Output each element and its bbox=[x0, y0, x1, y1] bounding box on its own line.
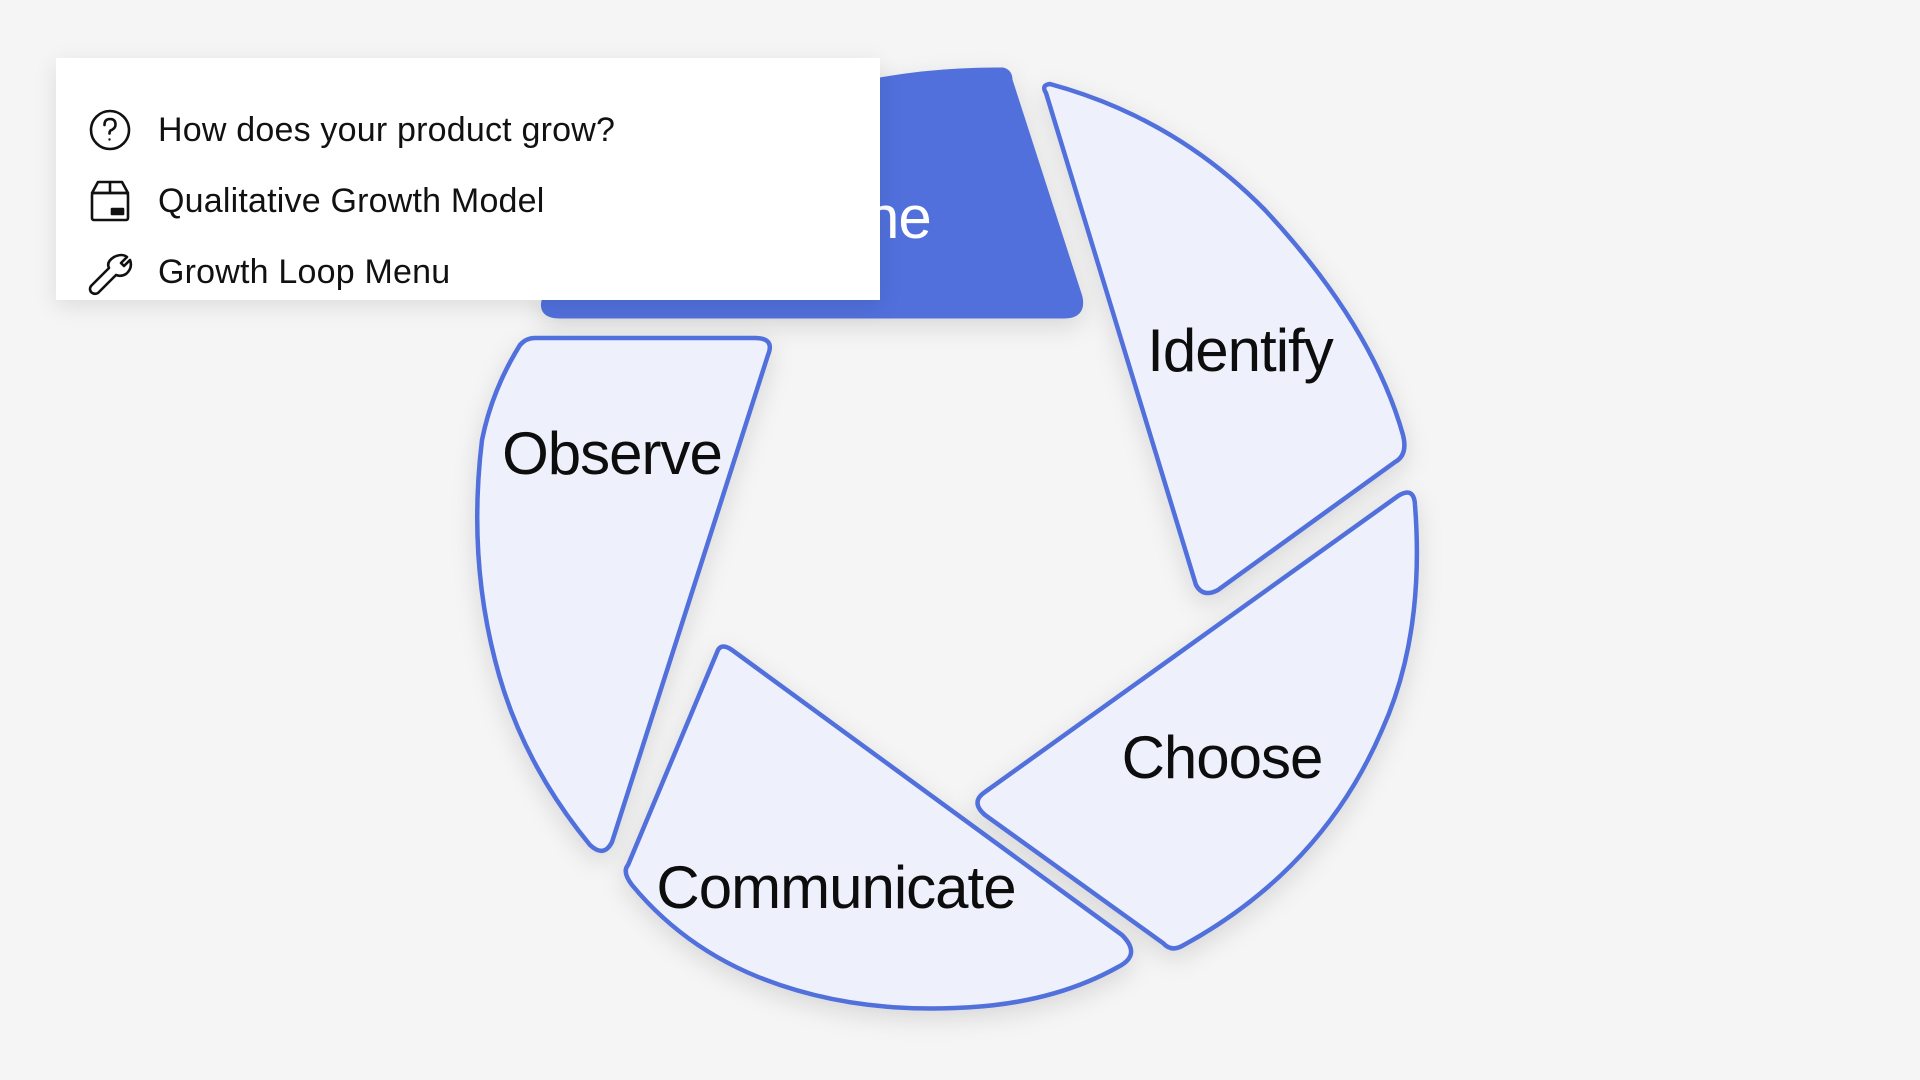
menu-item-label: Qualitative Growth Model bbox=[158, 181, 545, 220]
segment-observe-label: Observe bbox=[502, 420, 722, 487]
menu-item-product-growth[interactable]: How does your product grow? bbox=[86, 100, 615, 160]
segment-choose-label: Choose bbox=[1122, 724, 1323, 791]
menu-panel: How does your product grow? Qualitative … bbox=[56, 58, 880, 300]
segment-communicate-shape bbox=[623, 644, 1134, 1011]
segment-identify-shape bbox=[1041, 81, 1407, 596]
segment-choose[interactable]: Choose bbox=[975, 490, 1420, 951]
segment-choose-shape bbox=[975, 490, 1420, 951]
segment-communicate-label: Communicate bbox=[656, 854, 1015, 921]
box-icon bbox=[86, 177, 134, 225]
segment-observe[interactable]: Observe bbox=[474, 335, 773, 853]
wrench-icon bbox=[86, 248, 134, 296]
segment-identify-label: Identify bbox=[1147, 317, 1333, 384]
menu-item-label: Growth Loop Menu bbox=[158, 252, 451, 291]
segment-communicate[interactable]: Communicate bbox=[623, 644, 1134, 1011]
segment-observe-shape bbox=[474, 335, 773, 853]
menu-item-growth-loop-menu[interactable]: Growth Loop Menu bbox=[86, 242, 450, 302]
question-circle-icon bbox=[86, 106, 134, 154]
menu-item-label: How does your product grow? bbox=[158, 110, 616, 149]
menu-item-qualitative-growth-model[interactable]: Qualitative Growth Model bbox=[86, 171, 545, 231]
segment-identify[interactable]: Identify bbox=[1041, 81, 1407, 596]
